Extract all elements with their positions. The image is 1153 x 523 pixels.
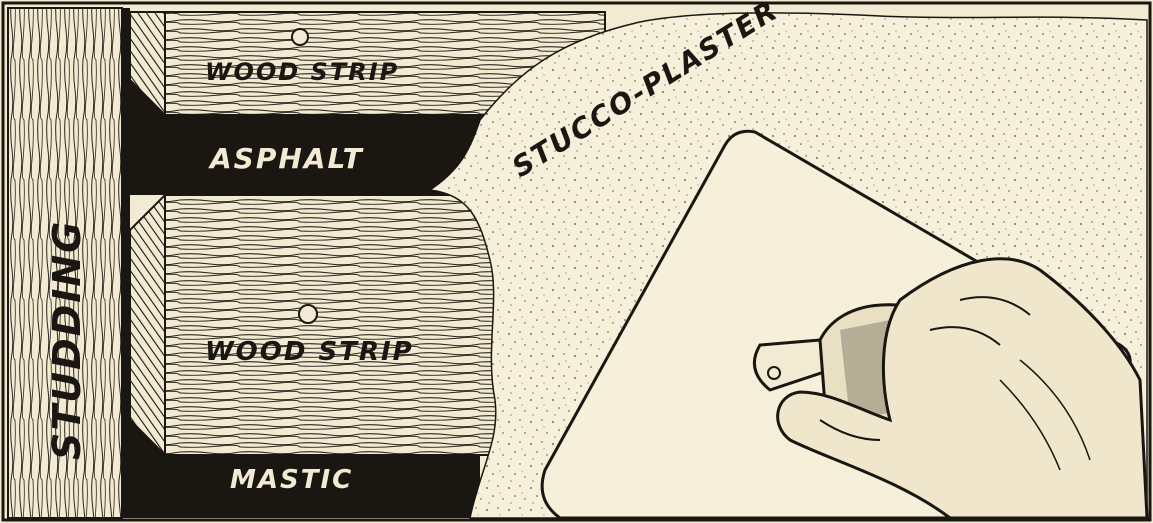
- mastic-label: MASTIC: [230, 465, 353, 495]
- wood-strip-middle: [130, 195, 510, 455]
- asphalt-label: ASPHALT: [208, 142, 364, 175]
- nail-hole-icon: [292, 29, 308, 45]
- nail-hole-icon: [299, 305, 317, 323]
- studding-label: STUDDING: [45, 220, 89, 460]
- wood-strip-middle-label: WOOD STRIP: [205, 337, 414, 367]
- wood-strip-top-label: WOOD STRIP: [205, 58, 399, 86]
